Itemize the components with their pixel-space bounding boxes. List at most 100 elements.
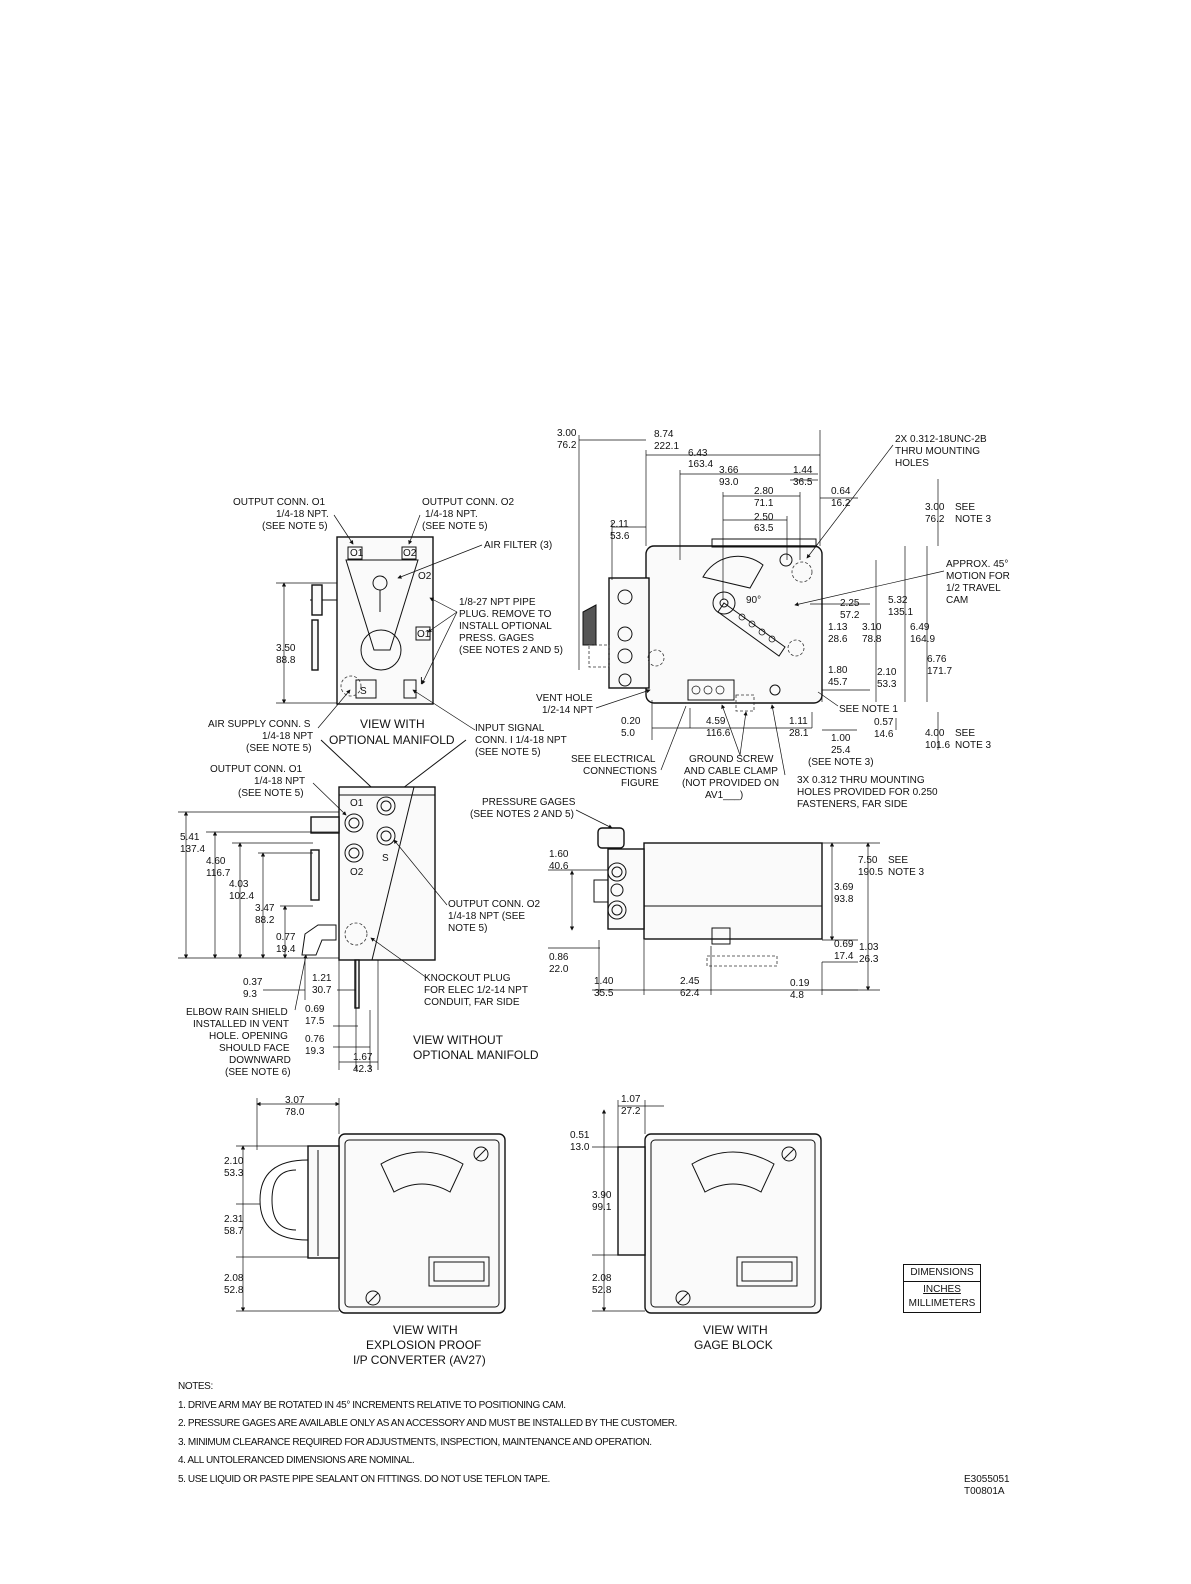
- drawing-label: (SEE NOTE 5): [422, 521, 488, 532]
- drawing-label: 7.50: [858, 855, 878, 866]
- drawing-label: NOTE 3: [955, 514, 992, 525]
- drawing-label: HOLES PROVIDED FOR 0.250: [797, 787, 938, 798]
- drawing-label: NOTE 3: [888, 867, 925, 878]
- drawing-label: 1/2-14 NPT: [542, 705, 593, 716]
- drawing-label: 2.80: [754, 486, 774, 497]
- drawing-label: 1.80: [828, 665, 848, 676]
- notes-block: NOTES: 1. DRIVE ARM MAY BE ROTATED IN 45…: [178, 1378, 677, 1489]
- drawing-label: FASTENERS, FAR SIDE: [797, 799, 908, 810]
- drawing-label: 52.8: [592, 1285, 612, 1296]
- drawing-label: 25.4: [831, 745, 851, 756]
- drawing-label: FIGURE: [621, 778, 659, 789]
- drawing-label: 99.1: [592, 1202, 612, 1213]
- drawing-label: 0.51: [570, 1130, 590, 1141]
- drawing-label: O1: [350, 798, 364, 809]
- drawing-label: 0.57: [874, 717, 894, 728]
- drawing-label: 40.6: [549, 861, 569, 872]
- drawing-label: SHOULD FACE: [219, 1043, 290, 1054]
- drawing-label: 45.7: [828, 677, 848, 688]
- drawing-label: AIR SUPPLY CONN. S: [208, 719, 311, 730]
- view-without-manifold-labels: OUTPUT CONN. O1 1/4-18 NPT (SEE NOTE 5) …: [186, 764, 540, 1078]
- drawing-label: 5.32: [888, 595, 908, 606]
- drawing-label: 36.5: [793, 477, 813, 488]
- drawing-label: O2: [418, 571, 432, 582]
- drawing-label: 2.45: [680, 976, 700, 987]
- housing-top-rim: [711, 538, 817, 548]
- drawing-label: KNOCKOUT PLUG: [424, 973, 511, 984]
- drawing-label: 1.21: [312, 973, 332, 984]
- drawing-label: S: [360, 686, 367, 697]
- drawing-label: 3.50: [276, 643, 296, 654]
- drawing-label: 3.66: [719, 465, 739, 476]
- drawing-label: 190.5: [858, 867, 883, 878]
- drawing-label: AND CABLE CLAMP: [684, 766, 778, 777]
- drawing-label: (SEE NOTE 6): [225, 1067, 291, 1078]
- positioner-housing: [645, 545, 823, 704]
- note-3: 3. MINIMUM CLEARANCE REQUIRED FOR ADJUST…: [178, 1436, 652, 1448]
- drawing-label: VIEW WITH: [360, 717, 425, 731]
- drawing-label: VIEW WITH: [703, 1323, 768, 1337]
- drawing-label: (SEE NOTE 5): [238, 788, 304, 799]
- drawing-label: AV1___): [705, 790, 743, 801]
- drawing-label: 116.7: [206, 868, 231, 879]
- drawing-label: 3.90: [592, 1190, 612, 1201]
- view-without-manifold: O1 O2 S: [178, 782, 448, 1070]
- drawing-label: 0.20: [621, 716, 641, 727]
- drawing-label: O2: [350, 867, 364, 878]
- cam-holes: [738, 613, 776, 643]
- drawing-label: O1: [350, 548, 364, 559]
- drawing-label: INSTALLED IN VENT: [193, 1019, 289, 1030]
- drawing-label: OUTPUT CONN. O1: [233, 497, 325, 508]
- drawing-label: 116.6: [706, 728, 731, 739]
- drawing-label: 28.1: [789, 728, 809, 739]
- drawing-label: O1: [417, 629, 431, 640]
- drawing-label: 3.10: [862, 622, 882, 633]
- front-view-callouts: 2X 0.312-18UNC-2B THRU MOUNTING HOLES AP…: [536, 434, 1010, 810]
- drawing-label: 2.25: [840, 598, 860, 609]
- drawing-label: SEE NOTE 1: [839, 704, 898, 715]
- drawing-label: 8.74: [654, 429, 674, 440]
- note-5: 5. USE LIQUID OR PASTE PIPE SEALANT ON F…: [178, 1473, 550, 1485]
- drawing-label: 53.3: [877, 679, 897, 690]
- drawing-label: GROUND SCREW: [689, 754, 774, 765]
- drawing-label: 19.3: [305, 1046, 325, 1057]
- drawing-label: (SEE NOTES 2 AND 5): [459, 645, 563, 656]
- drawing-label: 6.76: [927, 654, 947, 665]
- drawing-label: 0.69: [305, 1004, 325, 1015]
- gauge-window: [691, 1151, 775, 1193]
- drawing-label: 1/2 TRAVEL: [946, 583, 1001, 594]
- drawing-label: DOWNWARD: [229, 1055, 291, 1066]
- drawing-label: 57.2: [840, 610, 860, 621]
- notes-heading: NOTES:: [178, 1381, 213, 1392]
- drawing-label: APPROX. 45°: [946, 559, 1008, 570]
- drawing-label: I: [420, 676, 423, 687]
- drawing-label: 2.08: [224, 1273, 244, 1284]
- drawing-label: 63.5: [754, 523, 774, 534]
- drawing-label: 93.8: [834, 894, 854, 905]
- drawing-label: 28.6: [828, 634, 848, 645]
- drawing-label: 3.00: [925, 502, 945, 513]
- mounting-hole: [779, 553, 793, 567]
- drawing-label: 4.8: [790, 990, 804, 1001]
- drawing-label: 2.50: [754, 512, 774, 523]
- drawing-label: MOTION FOR: [946, 571, 1010, 582]
- drawing-label: 0.69: [834, 939, 854, 950]
- drawing-label: 78.8: [862, 634, 882, 645]
- drawing-label: 14.6: [874, 729, 894, 740]
- drawing-label: 58.7: [224, 1226, 244, 1237]
- drawing-label: NOTE 5): [448, 923, 487, 934]
- drawing-label: 4.00: [925, 728, 945, 739]
- view-with-manifold-labels: OUTPUT CONN. O1 1/4-18 NPT. (SEE NOTE 5)…: [208, 497, 567, 758]
- drawing-label: 4.60: [206, 856, 226, 867]
- drawing-label: (SEE NOTE 3): [808, 757, 874, 768]
- top-view-housing: [643, 842, 823, 940]
- drawing-label: (SEE NOTE 5): [262, 521, 328, 532]
- legend-mm: MILLIMETERS: [908, 1298, 976, 1309]
- gage-block: [617, 1146, 646, 1256]
- drawing-label: AIR FILTER (3): [484, 540, 552, 551]
- gauge-window: [380, 1151, 464, 1193]
- drawing-label: 19.4: [276, 944, 296, 955]
- manifold-side-body: [336, 536, 434, 705]
